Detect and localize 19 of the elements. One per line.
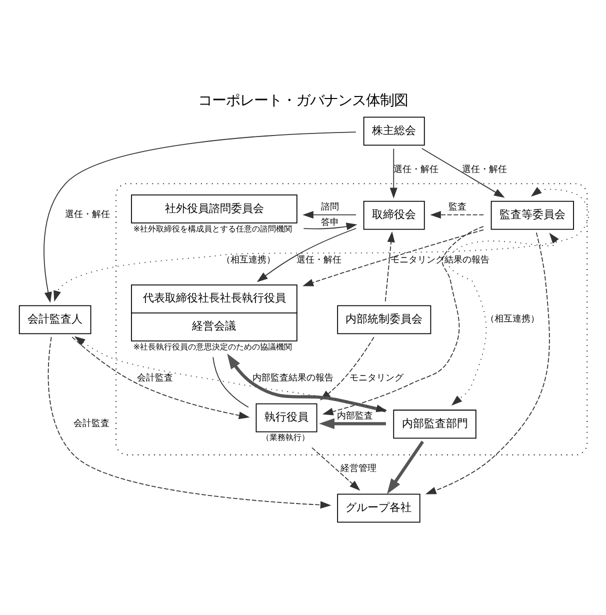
edge-label: 選任・解任 [462,164,507,175]
node-label: （業務執行） [262,432,310,442]
edge-label: モニタリング [349,374,404,384]
edge-label: 内部監査 [336,411,373,422]
edge-label: 答申 [320,218,339,228]
edge-label: モニタリング結果の報告 [390,255,490,266]
node-label: ※社外取締役を構成員とする任意の諮問機関 [133,223,292,234]
edge-label: 内部監査結果の報告 [252,374,334,384]
edge-label: （相互連携） [222,255,276,266]
edge-label: 選任・解任 [296,255,342,266]
diagram-title: コーポレート・ガバナンス体制図 [198,92,408,109]
node-label: ※社長執行役員の意思決定のための協議機関 [133,341,292,352]
edge-label: （相互連携） [486,314,540,325]
edge-label: 諮問 [320,202,339,212]
edge-label: 会計監査 [136,374,173,384]
edge-label: 監査 [448,202,466,212]
edge-label: 経営管理 [340,464,376,474]
edge-label: 選任・解任 [65,210,110,220]
edge-label: 会計監査 [74,418,110,429]
